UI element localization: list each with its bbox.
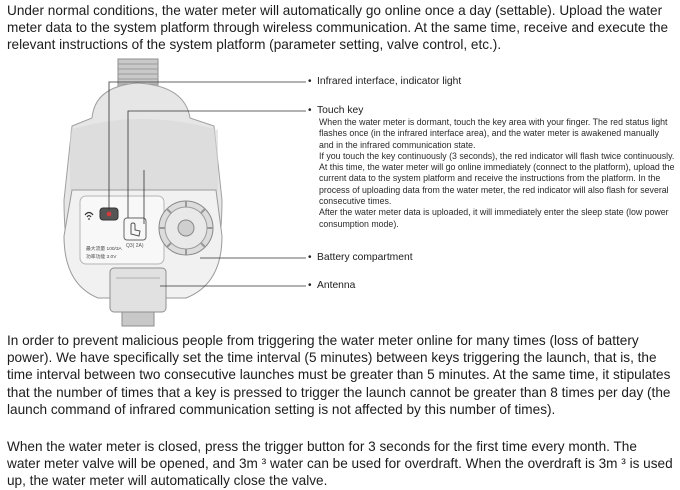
antenna-block bbox=[109, 267, 167, 313]
callout-battery: Battery compartment bbox=[317, 252, 413, 263]
callout-infrared: Infrared interface, indicator light bbox=[317, 76, 462, 87]
plate-line-2: 功率功能 3.0V bbox=[86, 253, 117, 260]
water-meter-photo: Q3( 2A) 最大流量 100/3A 功率功能 3.0V bbox=[63, 58, 306, 327]
interval-paragraph: In order to prevent malicious people fro… bbox=[7, 333, 671, 417]
outlet-pipe bbox=[121, 311, 155, 327]
intro-paragraph: Under normal conditions, the water meter… bbox=[7, 3, 669, 53]
callout-bullet: • bbox=[308, 280, 312, 291]
callout-leaders bbox=[108, 81, 306, 287]
key-label: Q3( 2A) bbox=[126, 243, 144, 249]
callout-touch-title: Touch key bbox=[317, 105, 364, 116]
callout-bullet: • bbox=[308, 252, 312, 263]
callout-bullet: • bbox=[308, 105, 312, 116]
wireless-icon bbox=[84, 211, 94, 220]
callout-antenna: Antenna bbox=[317, 280, 356, 291]
touch-key-icon bbox=[123, 217, 147, 241]
callout-bullet: • bbox=[308, 76, 312, 87]
face-plate bbox=[79, 195, 165, 265]
plate-line-1: 最大流量 100/3A bbox=[86, 245, 123, 252]
callout-touch-description: When the water meter is dormant, touch t… bbox=[319, 117, 675, 229]
indicator-light-icon bbox=[106, 211, 112, 217]
valve-knob bbox=[158, 200, 214, 256]
overdraft-paragraph: When the water meter is closed, press th… bbox=[7, 439, 673, 489]
